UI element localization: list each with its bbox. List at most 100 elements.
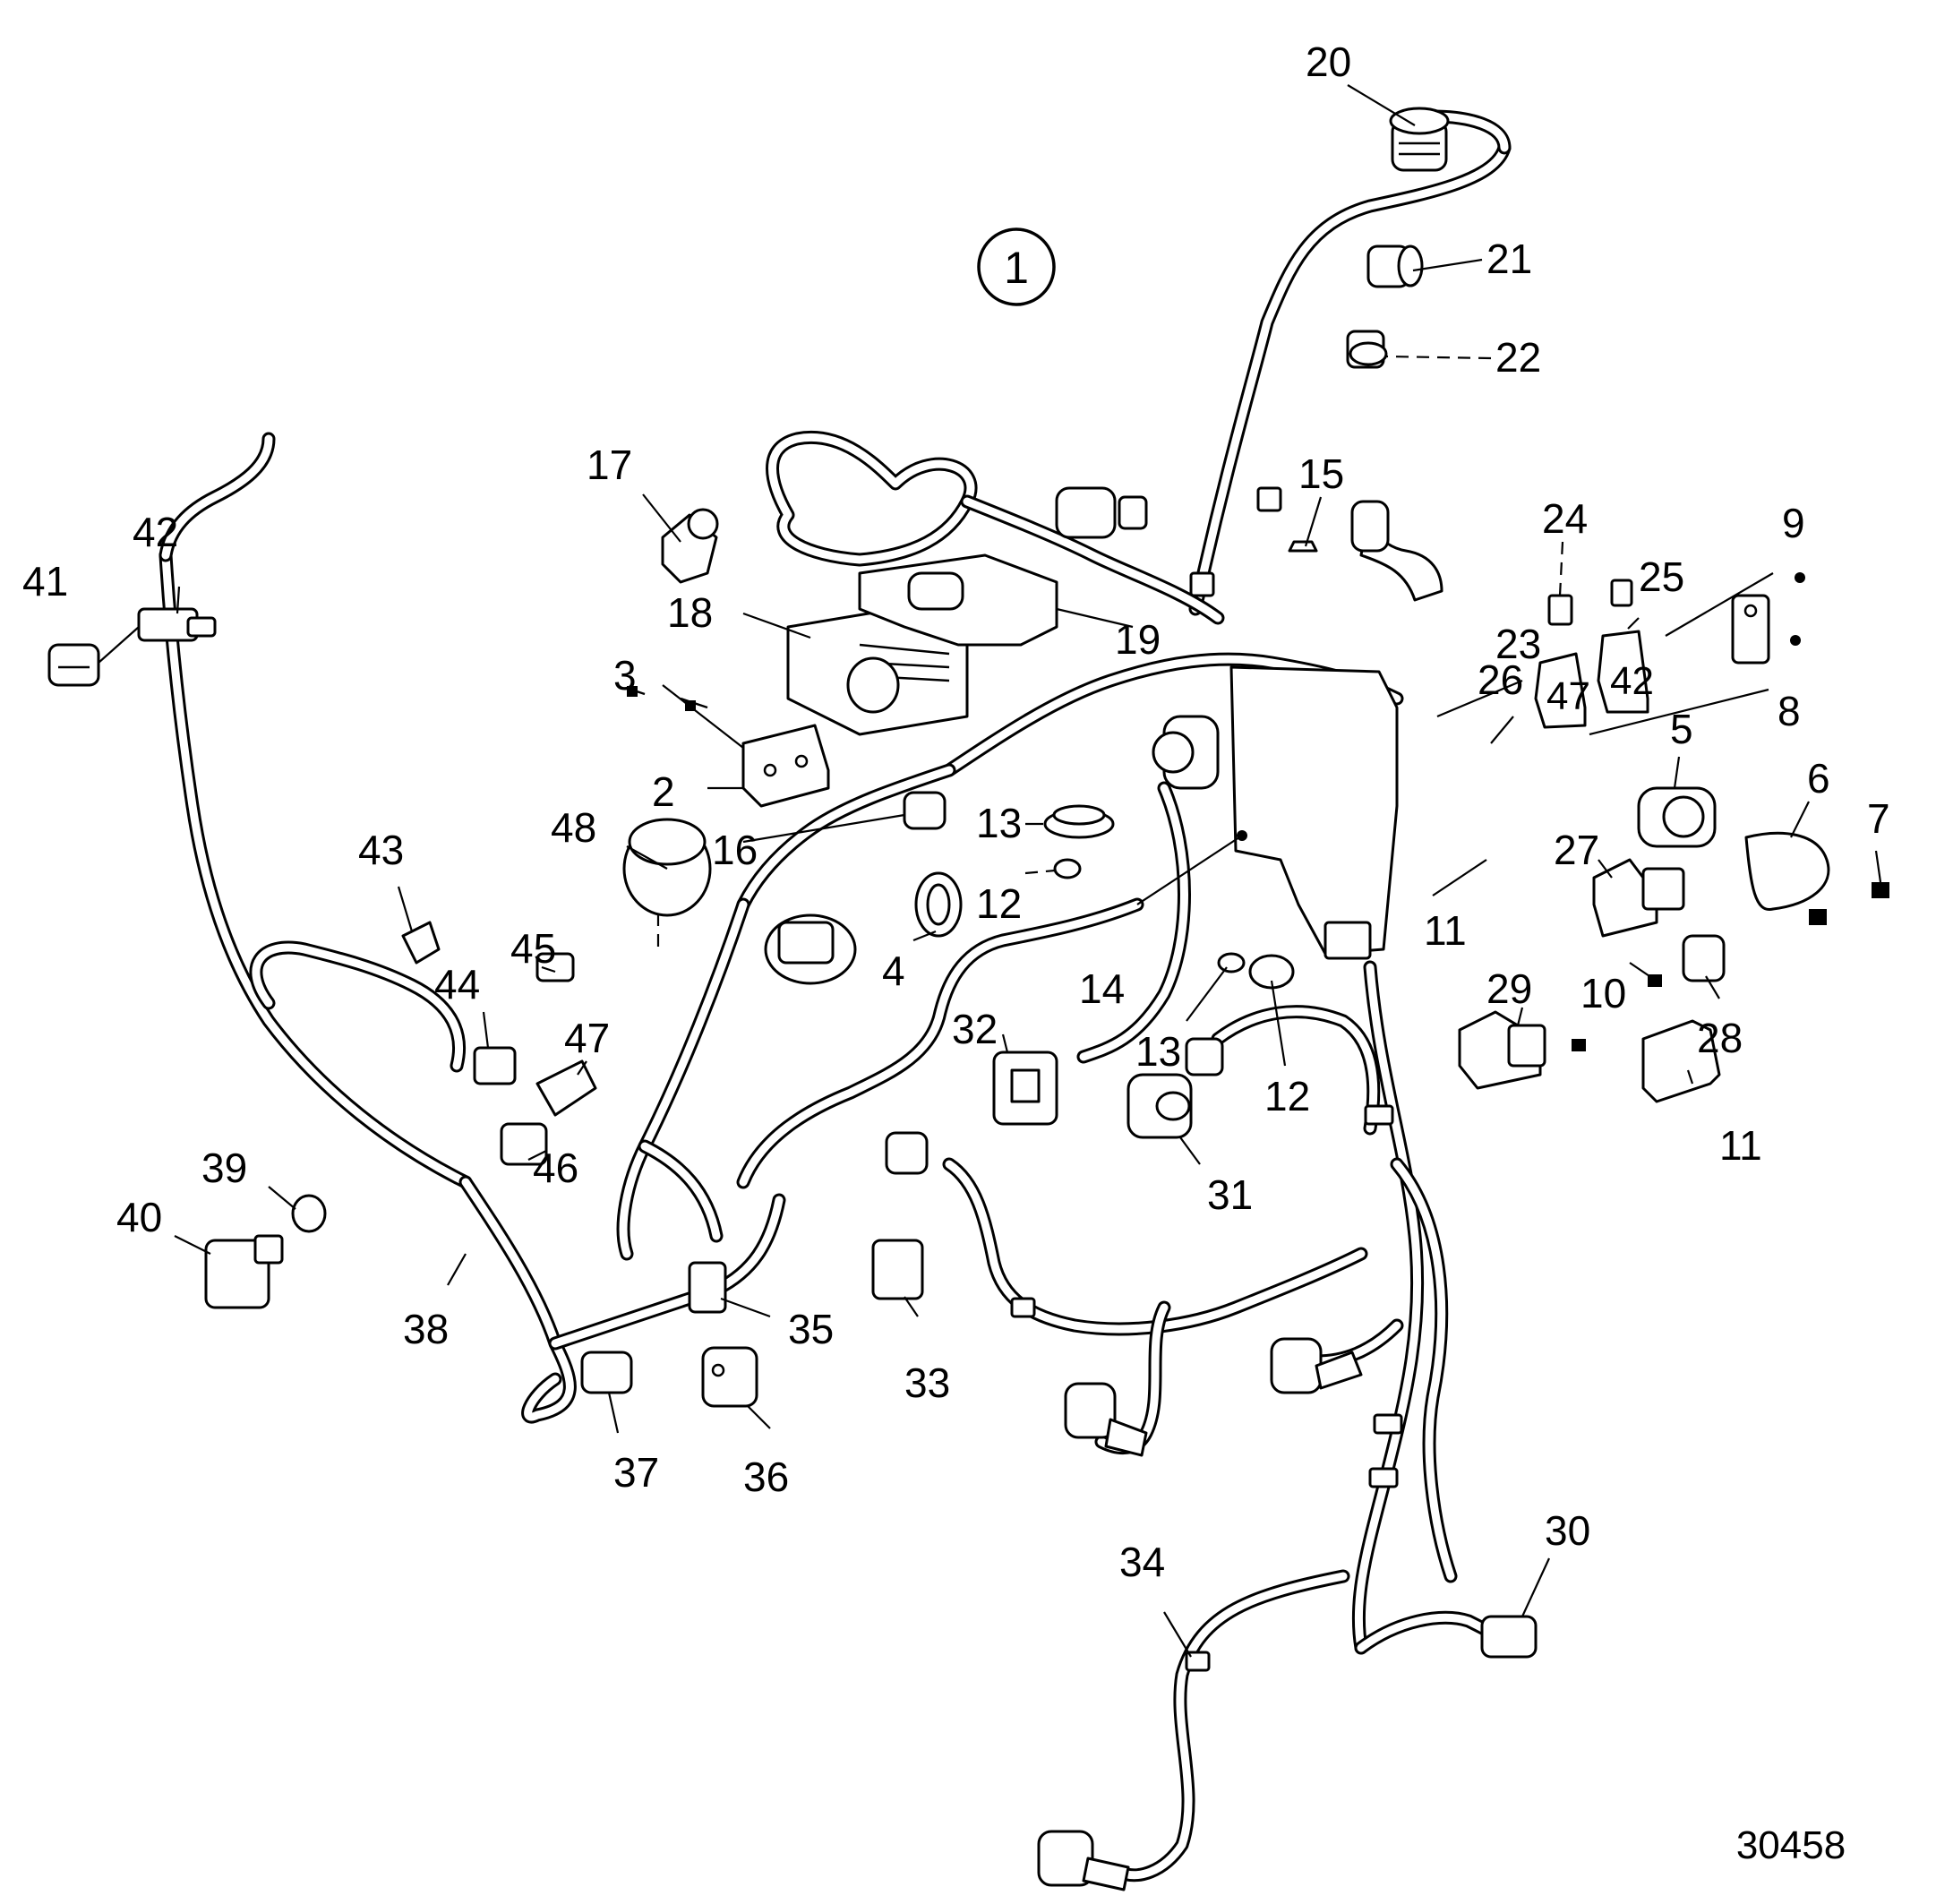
callout-labels: 20 21 22 15 24 25 9 23 26 8 17 18 19 42 … [22, 39, 1890, 1585]
callout-11-upper: 11 [1424, 907, 1467, 954]
callout-20: 20 [1306, 39, 1351, 85]
part-33-connector [871, 1131, 929, 1300]
part-46-connector [500, 1122, 548, 1166]
part-12-washer-upper [1053, 858, 1082, 879]
part-21-boot [1366, 244, 1424, 288]
part-13-grommet-upper [1043, 804, 1115, 839]
leader-lines [98, 84, 1882, 1658]
callout-40: 40 [116, 1194, 162, 1240]
part-15-grommet [1288, 540, 1318, 553]
part-13-grommet-lower [1217, 952, 1246, 973]
callout-18: 18 [667, 589, 713, 636]
svg-text:47: 47 [1546, 674, 1590, 718]
part-19-housing [858, 553, 1058, 647]
part-20-connector [1389, 107, 1450, 172]
callout-35: 35 [788, 1306, 834, 1352]
part-31-sensor [1126, 1037, 1224, 1139]
part-40-connector [204, 1234, 284, 1309]
components: 47 42 [47, 107, 1889, 1891]
part-44-connector [473, 1046, 517, 1085]
callout-44: 44 [434, 961, 480, 1008]
part-36-connector [701, 1346, 758, 1408]
callout-37: 37 [613, 1449, 659, 1496]
part-4-strap [914, 871, 963, 938]
callout-26: 26 [1478, 656, 1523, 703]
callout-2: 2 [652, 768, 675, 815]
part-29-relay [1458, 1010, 1546, 1090]
part-27-relay [1592, 858, 1685, 938]
callout-25: 25 [1639, 553, 1684, 600]
callout-31: 31 [1207, 1171, 1253, 1218]
callout-48: 48 [551, 804, 596, 851]
callout-34: 34 [1119, 1539, 1165, 1585]
callout-19: 19 [1115, 616, 1161, 663]
callout-24: 24 [1542, 495, 1588, 542]
part-24-fuse [1547, 594, 1573, 626]
callout-4: 4 [882, 948, 905, 994]
callout-41: 41 [22, 558, 68, 605]
part-41-connector [47, 643, 100, 687]
callout-17: 17 [587, 442, 632, 488]
callout-38: 38 [403, 1306, 449, 1352]
part-14-main-bracket [1152, 665, 1399, 960]
callout-30: 30 [1545, 1507, 1590, 1554]
part-22-sensor [1346, 330, 1388, 369]
callout-39: 39 [201, 1145, 247, 1191]
part-25-fuse [1610, 579, 1633, 607]
callout-10: 10 [1580, 970, 1626, 1016]
callout-27: 27 [1554, 827, 1599, 873]
upper-plug-connector [1055, 486, 1148, 539]
elbow-connector-bottom [1037, 1830, 1130, 1891]
callout-33: 33 [904, 1359, 950, 1406]
part-32-connector [992, 1051, 1058, 1126]
part-17-clip [661, 508, 719, 584]
harness-wires [158, 109, 1521, 1883]
part-45-connector [535, 952, 575, 982]
callout-14: 14 [1079, 965, 1125, 1012]
callout-42: 42 [133, 509, 178, 555]
callout-28: 28 [1697, 1015, 1743, 1061]
part-18-module [786, 607, 969, 736]
part-35-bracket [688, 1261, 727, 1314]
part-6-cover [1744, 831, 1830, 911]
callout-43: 43 [358, 827, 404, 873]
callout-16: 16 [712, 827, 758, 873]
callout-12-upper: 12 [976, 880, 1022, 927]
part-12-washer-lower [1248, 954, 1295, 990]
callout-13-lower: 13 [1135, 1028, 1181, 1075]
part-37-connector [580, 1351, 633, 1394]
elbow-connector-top [1350, 500, 1443, 602]
part-47-connector [535, 1059, 597, 1117]
elbow-connector-lower-left [1064, 1382, 1148, 1457]
callout-36: 36 [743, 1454, 789, 1500]
callout-5: 5 [1670, 706, 1693, 752]
callout-29: 29 [1486, 965, 1532, 1012]
callout-21: 21 [1486, 236, 1532, 282]
part-28-connector [1682, 934, 1726, 982]
callout-47: 47 [564, 1015, 610, 1061]
callout-45: 45 [510, 925, 556, 972]
view-number: 1 [1004, 243, 1029, 293]
harness-clips [1010, 486, 1403, 1672]
part-11-clip [1641, 1019, 1721, 1103]
part-23-fuse-holder: 47 [1534, 652, 1590, 729]
callout-22: 22 [1495, 334, 1541, 381]
part-48-cap [622, 818, 712, 917]
part-2-mounting-plate [741, 724, 830, 808]
part-7-screws [1809, 882, 1889, 925]
part-39-connector [291, 1194, 327, 1233]
callout-15: 15 [1298, 450, 1344, 497]
callout-9: 9 [1782, 500, 1805, 546]
part-42-connector [137, 607, 217, 642]
elbow-connector-lower-right [1270, 1337, 1363, 1394]
part-43-clip [401, 921, 441, 965]
callout-32: 32 [952, 1006, 998, 1052]
part-16-connector [764, 791, 947, 985]
part-25-fuse-holder: 42 [1597, 630, 1654, 714]
callout-13-upper: 13 [976, 800, 1022, 846]
callout-7: 7 [1867, 795, 1890, 842]
callout-11-lower: 11 [1719, 1122, 1762, 1169]
callout-3: 3 [613, 652, 637, 699]
callout-6: 6 [1807, 755, 1830, 802]
